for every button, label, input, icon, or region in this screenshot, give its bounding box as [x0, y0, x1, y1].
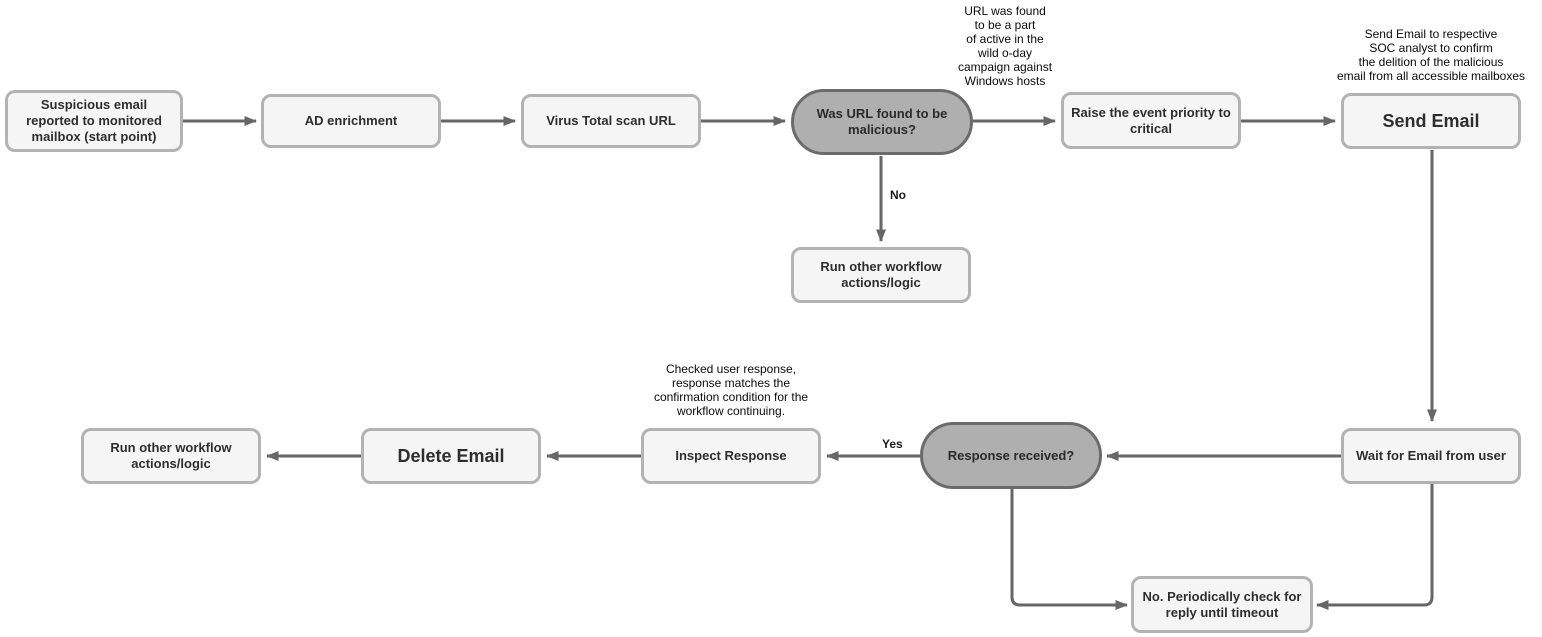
node-inspect-response[interactable]: Inspect Response — [641, 428, 821, 484]
node-start[interactable]: Suspicious email reported to monitored m… — [5, 90, 183, 152]
annotation-campaign: URL was found to be a part of active in … — [957, 4, 1053, 88]
node-decision-url-malicious[interactable]: Was URL found to be malicious? — [791, 89, 973, 155]
edge-label-no: No — [888, 188, 908, 202]
arrow-wait-to-periodic — [1316, 484, 1434, 610]
node-periodic-check[interactable]: No. Periodically check for reply until t… — [1131, 576, 1313, 633]
annotation-send-email: Send Email to respective SOC analyst to … — [1336, 27, 1526, 83]
node-raise-priority[interactable]: Raise the event priority to critical — [1061, 92, 1241, 149]
arrow-decision2-to-periodic — [1010, 489, 1128, 610]
node-ad-enrichment[interactable]: AD enrichment — [261, 94, 441, 148]
node-send-email[interactable]: Send Email — [1341, 93, 1521, 149]
node-delete-email[interactable]: Delete Email — [361, 428, 541, 484]
node-run-other-workflow-2[interactable]: Run other workflow actions/logic — [81, 428, 261, 484]
edge-label-yes: Yes — [880, 437, 905, 451]
node-virustotal-scan[interactable]: Virus Total scan URL — [521, 94, 701, 148]
node-run-other-workflow-1[interactable]: Run other workflow actions/logic — [791, 247, 971, 303]
node-decision-response-received[interactable]: Response received? — [920, 422, 1102, 489]
annotation-checked-response: Checked user response, response matches … — [653, 362, 809, 418]
node-wait-for-email[interactable]: Wait for Email from user — [1341, 428, 1521, 484]
